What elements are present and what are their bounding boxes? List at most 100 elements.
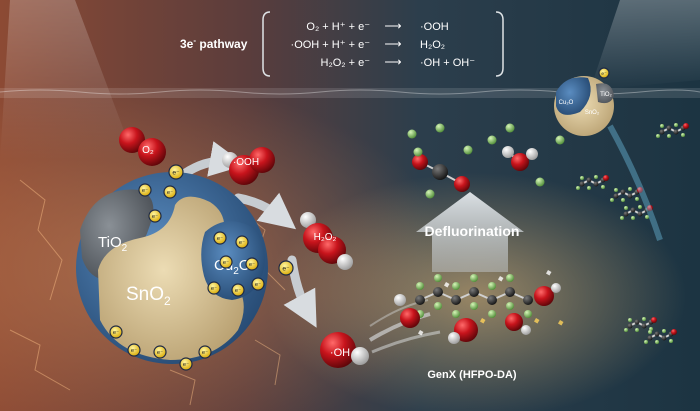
bg-molecule-fluorine <box>620 216 624 220</box>
electron: e⁻ <box>245 257 259 271</box>
electron-label: e⁻ <box>282 265 290 272</box>
bg-molecule-fluorine <box>638 205 642 209</box>
mini-particle: Cu₂O TiO₂ SnO₂ <box>554 76 663 241</box>
h2o2-hydrogen <box>300 212 316 228</box>
bg-molecule-carbon <box>593 181 599 187</box>
bg-molecule-fluorine <box>644 340 648 344</box>
ooh-oxygen <box>249 147 275 173</box>
bg-molecule-carbon <box>659 129 665 135</box>
fragment-sparkle <box>546 270 552 276</box>
fragment-sparkle <box>497 275 504 282</box>
genx-oxygen <box>534 286 554 306</box>
h2o2-hydrogen <box>337 254 353 270</box>
bg-molecule-fluorine <box>674 123 678 127</box>
mini-tio2 <box>596 83 614 104</box>
bg-molecule-carbon <box>586 177 592 183</box>
reaction-2-lhs: ·OOH + H⁺ + e⁻ <box>291 39 371 51</box>
genx-carbon <box>523 295 533 305</box>
bg-molecule-fluorine <box>624 206 628 210</box>
reaction-1-rhs: ·OOH <box>420 21 449 33</box>
electron-dot <box>231 283 245 297</box>
fluoride-ion <box>535 177 545 187</box>
reaction-3-lhs: H₂O₂ + e⁻ <box>321 57 371 69</box>
genx-hydrogen <box>521 325 531 335</box>
bg-molecule-oxygen <box>647 205 653 211</box>
bg-molecule-fluorine <box>621 198 625 202</box>
genx-carbon <box>433 287 443 297</box>
pathway-box: 3e- pathway O₂ + H⁺ + e⁻ ⟶ ·OOH ·OOH + H… <box>180 11 504 77</box>
mini-trail <box>607 124 663 241</box>
genx-carbon <box>505 287 515 297</box>
electron-dot <box>235 235 249 249</box>
genx-carbon <box>469 287 479 297</box>
bg-molecule-carbon <box>634 319 640 325</box>
fluoride-ion <box>487 135 497 145</box>
electron-dot <box>198 345 212 359</box>
up-arrow-shape <box>416 192 524 272</box>
electron-dot <box>138 183 152 197</box>
fragment-sparkle <box>479 317 486 324</box>
electron-dot <box>109 325 123 339</box>
light-beam-right <box>590 0 700 90</box>
electron: e⁻ <box>168 164 184 180</box>
mini-electron: e⁻ <box>598 67 610 79</box>
bg-molecule-carbon <box>613 193 619 199</box>
bracket-right <box>495 11 504 77</box>
electron: e⁻ <box>231 283 245 297</box>
bg-molecule-carbon <box>627 323 633 329</box>
bg-molecule-fluorine <box>628 318 632 322</box>
catalyst-particle: TiO2 SnO2 Cu2O <box>76 172 268 364</box>
electron: e⁻ <box>213 231 227 245</box>
attack-streak-2 <box>371 330 441 354</box>
genx-fluorine <box>470 274 478 282</box>
reaction-2-arrow: ⟶ <box>384 37 401 51</box>
bg-molecule-fluorine <box>660 124 664 128</box>
genx-oxygen <box>400 308 420 328</box>
bg-molecule-fluorine <box>580 176 584 180</box>
genx-fluorine <box>470 302 478 310</box>
bg-molecule-carbon <box>654 331 660 337</box>
bg-molecule-fluorine <box>614 188 618 192</box>
reaction-1-arrow: ⟶ <box>384 19 401 33</box>
o2-atom <box>138 138 166 166</box>
electron-dot <box>127 343 141 357</box>
genx-oxygen <box>505 313 523 331</box>
bg-molecule-carbon <box>673 129 679 135</box>
bg-molecule-fluorine <box>655 340 659 344</box>
water-oxygen <box>511 153 529 171</box>
electron: e⁻ <box>148 209 162 223</box>
bg-molecule-carbon <box>666 125 672 131</box>
h2o2-label: H₂O₂ <box>314 232 337 243</box>
sno2-label: SnO2 <box>126 284 171 308</box>
reaction-2-rhs: H₂O₂ <box>420 39 445 51</box>
electron-label: e⁻ <box>152 214 158 220</box>
bg-molecule-carbon <box>623 211 629 217</box>
electron-dot <box>153 345 167 359</box>
bg-molecule-carbon <box>641 323 647 329</box>
bg-molecule-fluorine <box>648 330 652 334</box>
genx-fluorine <box>524 310 532 318</box>
genx-fluorine <box>452 310 460 318</box>
electron-label: e⁻ <box>217 236 223 242</box>
bg-molecule-fluorine <box>667 134 671 138</box>
electron-dot <box>245 257 259 271</box>
arrow-ooh-to-h2o2 <box>233 192 297 230</box>
fluoride-ion <box>435 123 445 133</box>
co2-oxygen <box>412 154 428 170</box>
bg-molecule-carbon <box>647 335 653 341</box>
bg-molecule-fluorine <box>594 175 598 179</box>
electron-label: e⁻ <box>131 348 137 354</box>
bg-molecule-fluorine <box>642 317 646 321</box>
tio2-phase <box>80 189 154 281</box>
bg-molecule-fluorine <box>681 133 685 137</box>
water-hydrogen <box>502 146 514 158</box>
bg-molecule-fluorine <box>610 198 614 202</box>
genx-label: GenX (HFPO-DA) <box>427 369 517 381</box>
electron-label: e⁻ <box>157 350 163 356</box>
bg-molecule-fluorine <box>601 185 605 189</box>
electron-dot <box>278 260 294 276</box>
electron: e⁻ <box>207 281 221 295</box>
o2-label: O₂ <box>142 145 154 156</box>
electron-label: e⁻ <box>183 362 189 368</box>
